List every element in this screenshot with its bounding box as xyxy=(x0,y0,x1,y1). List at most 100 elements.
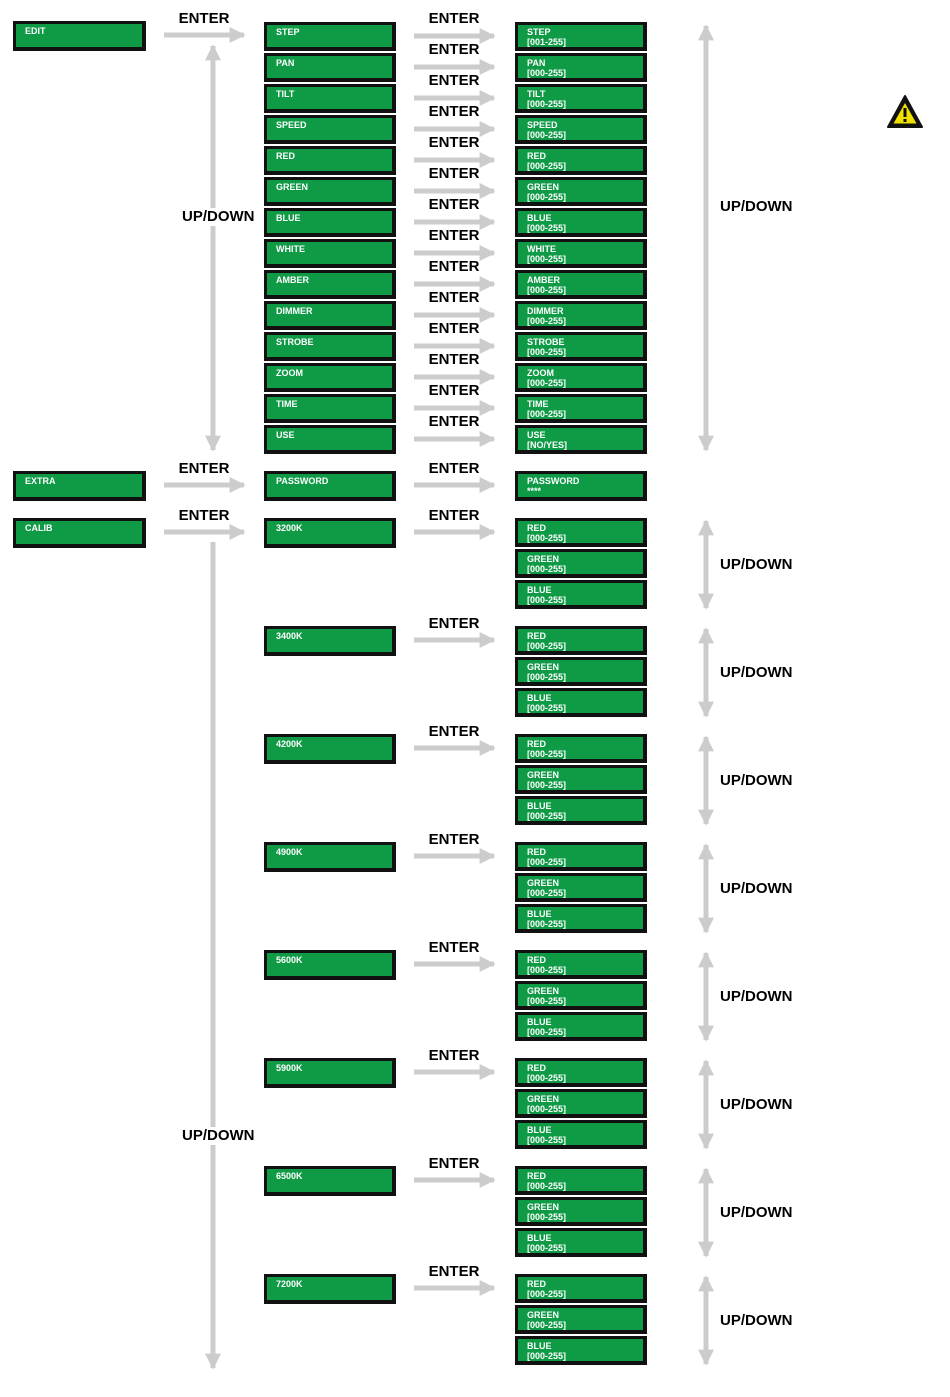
edit-item-blue[interactable]: BLUE xyxy=(264,208,396,237)
calib-4900k-green[interactable]: GREEN[000-255] xyxy=(515,873,647,902)
edit-value-white-label: WHITE xyxy=(527,244,556,254)
calib-temp-6500k[interactable]: 6500K xyxy=(264,1166,396,1196)
calib-3400k-green-value: [000-255] xyxy=(527,672,567,682)
calib-3200k-red[interactable]: RED[000-255] xyxy=(515,518,647,547)
edit-item-speed[interactable]: SPEED xyxy=(264,115,396,144)
calib-temp-4900k[interactable]: 4900K xyxy=(264,842,396,872)
calib-temp-3200k[interactable]: 3200K xyxy=(264,518,396,548)
edit-value-blue[interactable]: BLUE[000-255] xyxy=(515,208,647,237)
edit-item-zoom[interactable]: ZOOM xyxy=(264,363,396,392)
password-item[interactable]: PASSWORD xyxy=(264,471,396,501)
edit-value-step[interactable]: STEP[001-255] xyxy=(515,22,647,51)
calib-3200k-updown-label: UP/DOWN xyxy=(720,556,793,574)
calib-7200k-red-label: RED xyxy=(527,1279,547,1289)
calib-6500k-blue[interactable]: BLUE[000-255] xyxy=(515,1228,647,1257)
edit-item-use[interactable]: USE xyxy=(264,425,396,454)
calib-temp-6500k-label: 6500K xyxy=(276,1171,303,1181)
calib-4200k-blue-label: BLUE xyxy=(527,801,552,811)
edit-item-dimmer-label: DIMMER xyxy=(276,306,313,316)
calib-5900k-red[interactable]: RED[000-255] xyxy=(515,1058,647,1087)
calib-4200k-green[interactable]: GREEN[000-255] xyxy=(515,765,647,794)
edit-item-dimmer[interactable]: DIMMER xyxy=(264,301,396,330)
calib-temp-3400k[interactable]: 3400K xyxy=(264,626,396,656)
calib-4200k-blue[interactable]: BLUE[000-255] xyxy=(515,796,647,825)
calib-3400k-green[interactable]: GREEN[000-255] xyxy=(515,657,647,686)
calib-temp-5900k[interactable]: 5900K xyxy=(264,1058,396,1088)
edit-value-use[interactable]: USE[NO/YES] xyxy=(515,425,647,454)
calib-5600k-green-label: GREEN xyxy=(527,986,560,996)
calib-7200k-red[interactable]: RED[000-255] xyxy=(515,1274,647,1303)
edit-value-speed[interactable]: SPEED[000-255] xyxy=(515,115,647,144)
calib-5600k-green[interactable]: GREEN[000-255] xyxy=(515,981,647,1010)
password-value[interactable]: PASSWORD**** xyxy=(515,471,647,501)
calib-5900k-blue-value: [000-255] xyxy=(527,1135,567,1145)
enter-edit-tilt-label: ENTER xyxy=(428,72,480,89)
edit-item-strobe[interactable]: STROBE xyxy=(264,332,396,361)
calib-temp-5600k[interactable]: 5600K xyxy=(264,950,396,980)
calib-5900k-updown-label: UP/DOWN xyxy=(720,1096,793,1114)
edit-item-tilt[interactable]: TILT xyxy=(264,84,396,113)
edit-item-amber[interactable]: AMBER xyxy=(264,270,396,299)
edit-value-zoom[interactable]: ZOOM[000-255] xyxy=(515,363,647,392)
enter-calib-3400k-label: ENTER xyxy=(428,615,480,632)
calib-3400k-blue[interactable]: BLUE[000-255] xyxy=(515,688,647,717)
calib-7200k-updown-label: UP/DOWN xyxy=(720,1312,793,1330)
calib-7200k-green-label: GREEN xyxy=(527,1310,560,1320)
calib-temp-5600k-label: 5600K xyxy=(276,955,303,965)
calib-4900k-blue[interactable]: BLUE[000-255] xyxy=(515,904,647,933)
edit-value-white[interactable]: WHITE[000-255] xyxy=(515,239,647,268)
calib-menu-box-label: CALIB xyxy=(25,523,53,533)
extra-menu-box[interactable]: EXTRA xyxy=(13,471,146,501)
edit-value-amber[interactable]: AMBER[000-255] xyxy=(515,270,647,299)
edit-value-pan-label: PAN xyxy=(527,58,546,68)
enter-password-label: ENTER xyxy=(428,460,480,477)
edit-item-step[interactable]: STEP xyxy=(264,22,396,51)
enter-edit-step-label: ENTER xyxy=(428,10,480,27)
calib-6500k-green-label: GREEN xyxy=(527,1202,560,1212)
edit-item-white[interactable]: WHITE xyxy=(264,239,396,268)
edit-item-red[interactable]: RED xyxy=(264,146,396,175)
edit-value-time[interactable]: TIME[000-255] xyxy=(515,394,647,423)
edit-item-green[interactable]: GREEN xyxy=(264,177,396,206)
edit-value-tilt[interactable]: TILT[000-255] xyxy=(515,84,647,113)
calib-3400k-red[interactable]: RED[000-255] xyxy=(515,626,647,655)
edit-value-tilt-label: TILT xyxy=(527,89,546,99)
calib-menu-box[interactable]: CALIB xyxy=(13,518,146,548)
calib-4200k-red[interactable]: RED[000-255] xyxy=(515,734,647,763)
edit-value-dimmer-label: DIMMER xyxy=(527,306,564,316)
calib-3400k-blue-label: BLUE xyxy=(527,693,552,703)
calib-5900k-blue[interactable]: BLUE[000-255] xyxy=(515,1120,647,1149)
password-value-value: **** xyxy=(527,486,542,496)
calib-3200k-green[interactable]: GREEN[000-255] xyxy=(515,549,647,578)
edit-item-pan[interactable]: PAN xyxy=(264,53,396,82)
calib-5600k-red[interactable]: RED[000-255] xyxy=(515,950,647,979)
edit-item-speed-label: SPEED xyxy=(276,120,307,130)
enter-edit-dimmer-label: ENTER xyxy=(428,289,480,306)
edit-value-red[interactable]: RED[000-255] xyxy=(515,146,647,175)
calib-5600k-green-value: [000-255] xyxy=(527,996,567,1006)
calib-6500k-red[interactable]: RED[000-255] xyxy=(515,1166,647,1195)
calib-7200k-green[interactable]: GREEN[000-255] xyxy=(515,1305,647,1334)
edit-value-strobe[interactable]: STROBE[000-255] xyxy=(515,332,647,361)
edit-value-green[interactable]: GREEN[000-255] xyxy=(515,177,647,206)
calib-3400k-blue-value: [000-255] xyxy=(527,703,567,713)
edit-item-step-label: STEP xyxy=(276,27,300,37)
enter-calib-4900k-label: ENTER xyxy=(428,831,480,848)
edit-menu-box[interactable]: EDIT xyxy=(13,21,146,51)
edit-item-time[interactable]: TIME xyxy=(264,394,396,423)
calib-3400k-red-value: [000-255] xyxy=(527,641,567,651)
calib-temp-4200k[interactable]: 4200K xyxy=(264,734,396,764)
enter-edit-green-label: ENTER xyxy=(428,165,480,182)
calib-temp-7200k[interactable]: 7200K xyxy=(264,1274,396,1304)
calib-3200k-blue[interactable]: BLUE[000-255] xyxy=(515,580,647,609)
edit-value-white-value: [000-255] xyxy=(527,254,567,264)
calib-7200k-blue[interactable]: BLUE[000-255] xyxy=(515,1336,647,1365)
edit-value-pan[interactable]: PAN[000-255] xyxy=(515,53,647,82)
calib-5600k-blue[interactable]: BLUE[000-255] xyxy=(515,1012,647,1041)
calib-5900k-green[interactable]: GREEN[000-255] xyxy=(515,1089,647,1118)
edit-value-dimmer[interactable]: DIMMER[000-255] xyxy=(515,301,647,330)
edit-item-amber-label: AMBER xyxy=(276,275,309,285)
calib-6500k-green[interactable]: GREEN[000-255] xyxy=(515,1197,647,1226)
calib-6500k-updown-label: UP/DOWN xyxy=(720,1204,793,1222)
calib-4900k-red[interactable]: RED[000-255] xyxy=(515,842,647,871)
